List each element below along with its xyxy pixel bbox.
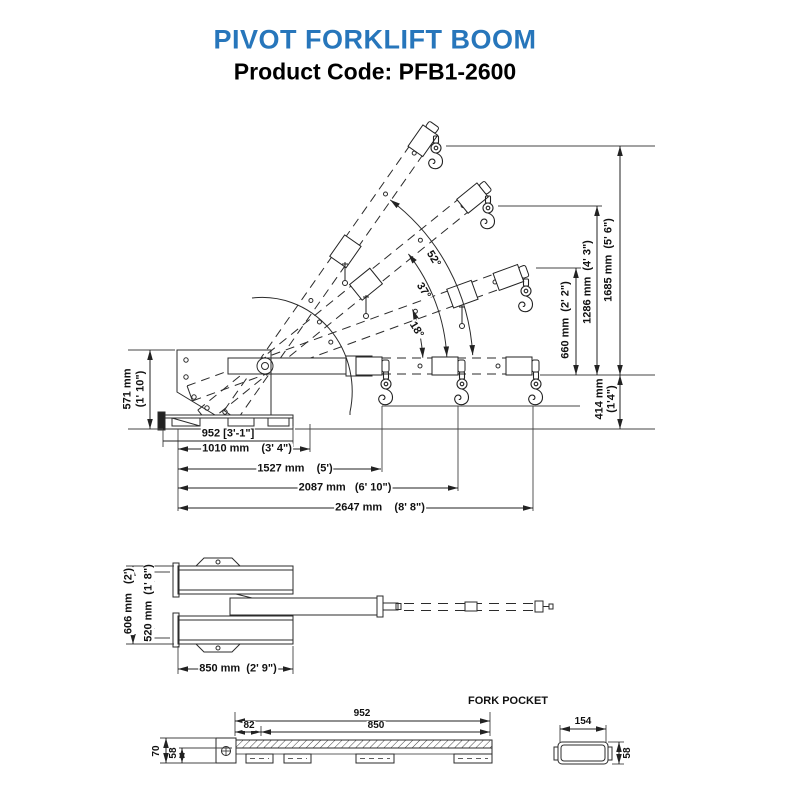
dim-1286mm: 1286 mm (4' 3")	[581, 239, 594, 325]
top-view-drawing	[172, 557, 554, 653]
page-title: PIVOT FORKLIFT BOOM	[213, 24, 537, 55]
dim-571mm: 571 mm	[121, 367, 134, 411]
dim-fp-952: 952	[352, 708, 372, 719]
telescopic-boom-top-view	[229, 593, 554, 618]
lock-pin	[458, 304, 466, 329]
section-extension-lines	[559, 725, 624, 765]
fork-pocket-dimension-lines	[163, 718, 490, 763]
dim-1685mm: 1685 mm (5' 6")	[602, 217, 615, 303]
dim-1010mm: 1010 mm (3' 4")	[201, 442, 293, 455]
dim-606mm: 606 mm (2')	[122, 566, 135, 636]
dim-660mm: 660 mm (2' 2")	[559, 280, 572, 360]
lifting-hook	[454, 371, 470, 406]
fork-pocket-section-drawing	[553, 741, 613, 765]
pocket-pads	[245, 753, 493, 764]
lifting-hook	[518, 278, 534, 313]
dim-520mm: 520 mm (1' 8")	[142, 563, 155, 643]
dim-section-154: 154	[573, 716, 593, 727]
side-view-extension-lines	[128, 145, 655, 511]
dim-1527mm: 1527 mm (5')	[256, 462, 334, 475]
dim-850mm: 850 mm (2' 9")	[198, 662, 278, 675]
dim-fp-70: 70	[151, 744, 162, 758]
dim-571mm-ft: (1' 10")	[134, 369, 147, 409]
lifting-hook	[378, 371, 394, 406]
side-view-drawing	[157, 118, 544, 431]
swing-arcs	[389, 199, 475, 358]
fork-pocket-extension-lines	[160, 712, 491, 764]
dim-fp-850: 850	[366, 720, 386, 731]
fork-pocket-bottom	[172, 612, 294, 653]
fork-pocket-detail-drawing	[215, 737, 493, 764]
base-frame	[157, 296, 353, 431]
section-dimension-lines	[560, 726, 622, 764]
dim-2087mm: 2087 mm (6' 10")	[297, 481, 393, 494]
dim-414mm: 414 mm	[593, 377, 606, 421]
dim-952: 952 [3'-1"]	[200, 427, 256, 440]
pivot-pin	[261, 362, 269, 370]
dim-414mm-ft: (1'4")	[605, 384, 618, 414]
fork-pocket-top	[172, 557, 294, 598]
boom-holes	[297, 150, 501, 369]
lifting-hook	[528, 371, 544, 406]
product-code: Product Code: PFB1-2600	[233, 58, 517, 85]
dim-section-58: 58	[622, 746, 633, 760]
fork-pocket-title: FORK POCKET	[467, 695, 549, 707]
dim-2647mm: 2647 mm (8' 8")	[334, 501, 426, 514]
dim-fp-82: 82	[242, 720, 256, 731]
dim-fp-58: 58	[168, 746, 179, 760]
